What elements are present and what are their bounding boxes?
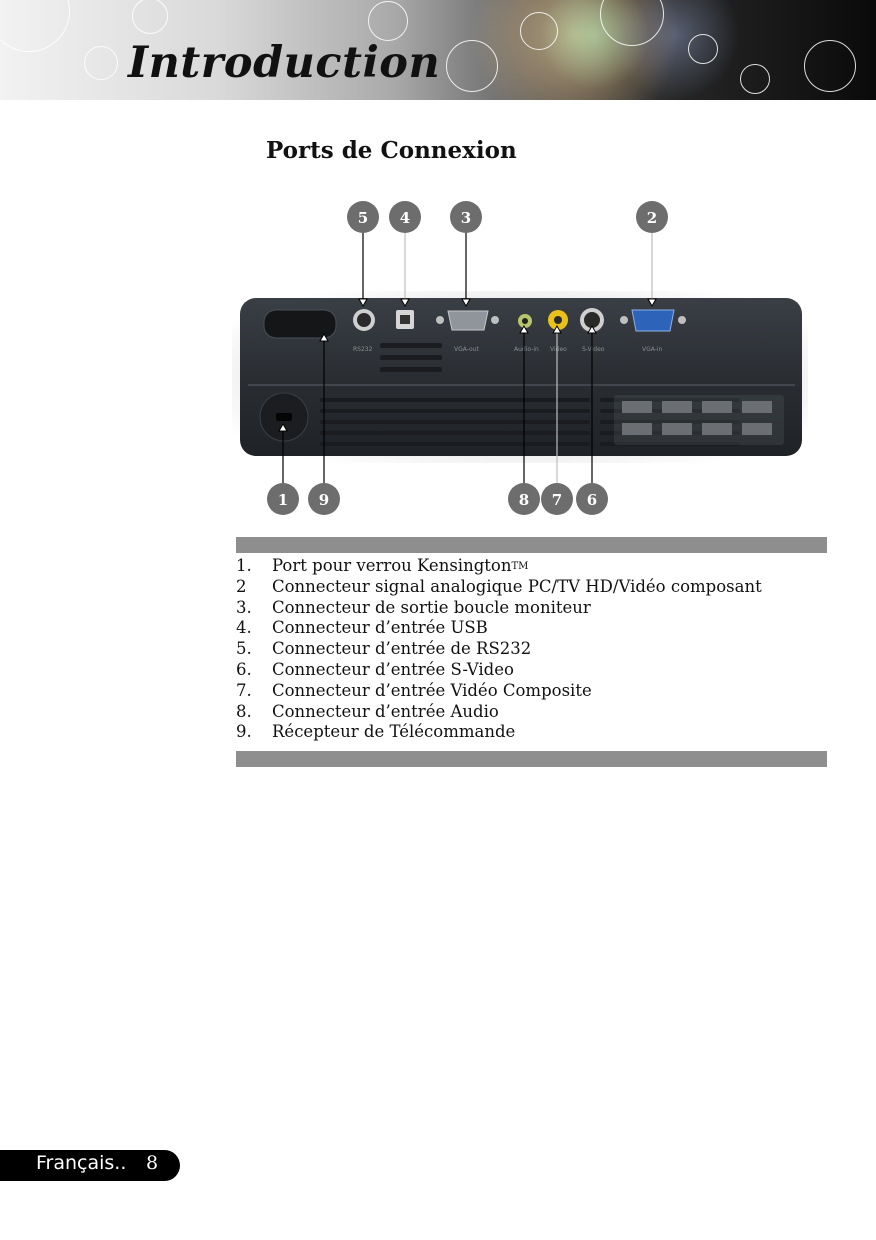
callout-number-5: 5 bbox=[358, 209, 368, 227]
list-item-number: 9. bbox=[236, 722, 252, 742]
list-item: 8. Connecteur d’entrée Audio bbox=[236, 702, 762, 723]
list-item-text: Connecteur de sortie boucle moniteur bbox=[272, 597, 591, 617]
callout-badge-4 bbox=[389, 201, 421, 233]
list-item: 9. Récepteur de Télécommande bbox=[236, 722, 762, 743]
list-item-text: Connecteur d’entrée de RS232 bbox=[272, 639, 532, 659]
panel-label-vga-in: VGA-in bbox=[642, 346, 663, 353]
callout-number-3: 3 bbox=[461, 209, 471, 227]
callout-number-6: 6 bbox=[587, 491, 597, 509]
footer-language: Français.. bbox=[36, 1152, 127, 1174]
callout-lines-bottom bbox=[282, 329, 593, 483]
callout-badge-9 bbox=[308, 483, 340, 515]
footer-tab bbox=[0, 1150, 180, 1181]
list-item-number: 5. bbox=[236, 639, 252, 659]
callout-badge-5 bbox=[347, 201, 379, 233]
panel-body bbox=[240, 298, 802, 456]
list-item-text: Récepteur de Télécommande bbox=[272, 722, 516, 742]
trademark-mark: TM bbox=[511, 561, 529, 572]
callout-badge-8 bbox=[508, 483, 540, 515]
list-item: 5. Connecteur d’entrée de RS232 bbox=[236, 639, 762, 660]
list-item-text: Connecteur d’entrée USB bbox=[272, 618, 488, 638]
callout-badge-1 bbox=[267, 483, 299, 515]
callout-badge-7 bbox=[541, 483, 573, 515]
panel-label-video: Video bbox=[550, 346, 567, 353]
callout-badge-3 bbox=[450, 201, 482, 233]
page-number: 8 bbox=[146, 1152, 159, 1174]
connection-ports-figure: RS232 VGA-out Audio-in Video S-Video VGA… bbox=[230, 195, 830, 525]
callout-badge-6 bbox=[576, 483, 608, 515]
callout-badge-2 bbox=[636, 201, 668, 233]
list-item: 2 Connecteur signal analogique PC/TV HD/V… bbox=[236, 577, 762, 598]
panel-label-s-video: S-Video bbox=[582, 346, 605, 353]
vga-in-port bbox=[631, 309, 675, 332]
callout-number-2: 2 bbox=[647, 209, 657, 227]
projector-rear-panel: RS232 VGA-out Audio-in Video S-Video VGA… bbox=[232, 201, 808, 515]
divider-bottom bbox=[236, 751, 827, 767]
vga-out-port bbox=[447, 310, 489, 331]
header-banner: Introduction bbox=[0, 0, 876, 100]
callout-number-4: 4 bbox=[400, 209, 410, 227]
panel-label-rs232: RS232 bbox=[353, 346, 373, 353]
list-item-number: 2 bbox=[236, 576, 247, 596]
callout-lines-top bbox=[362, 231, 653, 303]
list-item-number: 3. bbox=[236, 597, 252, 617]
list-item-number: 1. bbox=[236, 556, 252, 575]
list-item-number: 4. bbox=[236, 618, 252, 638]
list-item: 3. Connecteur de sortie boucle moniteur bbox=[236, 598, 762, 619]
list-item-number: 6. bbox=[236, 659, 252, 679]
list-item-text: Connecteur d’entrée Audio bbox=[272, 701, 499, 721]
ir-receiver bbox=[263, 309, 337, 339]
page-title: Introduction bbox=[128, 38, 441, 88]
callout-number-8: 8 bbox=[519, 491, 529, 509]
list-item: 4. Connecteur d’entrée USB bbox=[236, 618, 762, 639]
list-item: 7. Connecteur d’entrée Vidéo Composite bbox=[236, 681, 762, 702]
divider-top bbox=[236, 537, 827, 553]
panel-label-vga-out: VGA-out bbox=[454, 346, 479, 353]
callout-number-7: 7 bbox=[552, 491, 562, 509]
list-item-number: 7. bbox=[236, 680, 252, 700]
callout-number-9: 9 bbox=[319, 491, 329, 509]
panel-label-audio-in: Audio-in bbox=[514, 346, 539, 353]
section-title: Ports de Connexion bbox=[266, 137, 517, 164]
list-item-text: Connecteur d’entrée Vidéo Composite bbox=[272, 680, 592, 700]
list-item-text: Connecteur signal analogique PC/TV HD/Vi… bbox=[272, 576, 762, 596]
list-item: 6. Connecteur d’entrée S-Video bbox=[236, 660, 762, 681]
callout-number-1: 1 bbox=[278, 491, 288, 509]
list-item-text: Connecteur d’entrée S-Video bbox=[272, 659, 514, 679]
list-item-text: Port pour verrou Kensington bbox=[272, 556, 512, 575]
list-item-number: 8. bbox=[236, 701, 252, 721]
